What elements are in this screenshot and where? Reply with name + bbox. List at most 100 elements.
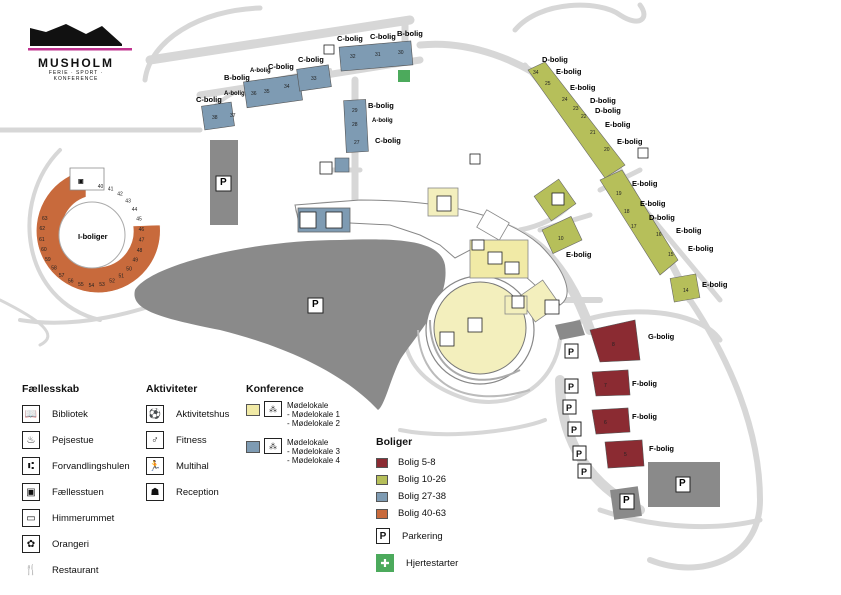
parking-sign-letters: PPP PPP bbox=[566, 347, 587, 477]
legend-label: Hjertestarter bbox=[406, 557, 459, 569]
label-f-bolig: F-bolig bbox=[632, 412, 657, 421]
label-c-bolig: C-bolig bbox=[337, 34, 363, 43]
label-c-bolig: C-bolig bbox=[375, 136, 401, 145]
legend-boliger-title: Boliger bbox=[376, 436, 413, 448]
legend-item: Bolig 40-63 bbox=[376, 505, 458, 522]
svg-text:34: 34 bbox=[533, 70, 539, 76]
label-a-bolig: A-bolig bbox=[372, 118, 393, 124]
legend-faellesskab: Fællesskab 📖Bibliotek ♨Pejsestue ⑆Forvan… bbox=[22, 383, 130, 583]
parking-edge bbox=[555, 320, 585, 340]
label-e-bolig: E-bolig bbox=[640, 199, 666, 208]
legend-item: Bolig 5-8 bbox=[376, 454, 458, 471]
konference-line: - Mødelokale 3 bbox=[287, 447, 340, 456]
label-g-bolig: G-bolig bbox=[648, 332, 675, 341]
konference-line: Mødelokale bbox=[287, 401, 329, 410]
legend-boliger: Boliger Bolig 5-8 Bolig 10-26 Bolig 27-3… bbox=[376, 436, 458, 576]
legend-item: ✚ Hjertestarter bbox=[376, 550, 458, 576]
activity-icon: ⚽ bbox=[146, 405, 164, 423]
legend-label: Himmerummet bbox=[52, 512, 115, 524]
meeting-icon: ⁂ bbox=[264, 401, 282, 417]
svg-text:32: 32 bbox=[350, 54, 356, 60]
legend-item: ▣ Fællesstuen bbox=[22, 479, 130, 505]
label-e-bolig: E-bolig bbox=[702, 280, 728, 289]
legend-item: ⚽ Aktivitetshus bbox=[146, 401, 229, 427]
swatch-bolig-40-63 bbox=[376, 508, 388, 519]
legend-faellesskab-title: Fællesskab bbox=[22, 383, 80, 395]
label-e-bolig: E-bolig bbox=[570, 83, 596, 92]
label-a-bolig: A-bolig bbox=[250, 68, 271, 74]
legend-item: Bolig 10-26 bbox=[376, 471, 458, 488]
label-d-bolig: D-bolig bbox=[595, 106, 621, 115]
svg-text:31: 31 bbox=[375, 52, 381, 58]
heart-starter-icon: ✚ bbox=[376, 554, 394, 572]
ring-unit-number: 61 bbox=[39, 237, 45, 243]
parking-box-markers bbox=[215, 175, 691, 510]
ring-unit-number: 53 bbox=[99, 282, 105, 288]
konference-line: - Mødelokale 2 bbox=[287, 419, 340, 428]
swatch-bolig-27-38 bbox=[376, 491, 388, 502]
cutlery-icon: 🍴 bbox=[22, 561, 40, 579]
label-b-bolig: B-bolig bbox=[368, 101, 394, 110]
ring-unit-number: 48 bbox=[137, 248, 143, 254]
ring-unit-number: 51 bbox=[119, 273, 125, 279]
svg-text:8: 8 bbox=[612, 342, 615, 348]
legend-aktiviteter: Aktiviteter ⚽Aktivitetshus ♂Fitness 🏃Mul… bbox=[146, 383, 229, 505]
legend-item: ▭Himmerummet bbox=[22, 505, 130, 531]
ring-unit-number: 52 bbox=[109, 279, 115, 285]
blue-units bbox=[201, 40, 414, 173]
ring-unit-number: 63 bbox=[42, 216, 48, 222]
svg-text:P: P bbox=[568, 347, 574, 357]
svg-text:14: 14 bbox=[683, 288, 689, 294]
ring-unit-number: 62 bbox=[40, 226, 46, 232]
label-e-bolig: E-bolig bbox=[556, 67, 582, 76]
legend-label: Fællesstuen bbox=[52, 486, 104, 498]
legend-item: ⑆Forvandlingshulen bbox=[22, 453, 130, 479]
legend-label: Multihal bbox=[176, 460, 209, 472]
main-parking bbox=[134, 239, 446, 410]
label-f-bolig: F-bolig bbox=[632, 379, 657, 388]
musholm-logo: MUSHOLM FERIE · SPORT · KONFERENCE bbox=[26, 18, 136, 82]
svg-text:28: 28 bbox=[352, 122, 358, 128]
swatch-bolig-5-8 bbox=[376, 457, 388, 468]
parking-letter: P bbox=[220, 177, 227, 188]
ring-unit-number: 44 bbox=[132, 207, 138, 213]
svg-text:33: 33 bbox=[311, 76, 317, 82]
ring-unit-number: 42 bbox=[117, 192, 123, 198]
label-c-bolig: C-bolig bbox=[268, 62, 294, 71]
map-icon-markers bbox=[299, 44, 649, 347]
label-b-bolig: B-bolig bbox=[397, 29, 423, 38]
legend-konference-title: Konference bbox=[246, 383, 304, 395]
legend-label: Bolig 10-26 bbox=[398, 474, 447, 485]
legend-label: Bolig 40-63 bbox=[398, 508, 447, 519]
svg-text:27: 27 bbox=[354, 140, 360, 146]
ring-unit-number: 40 bbox=[98, 184, 104, 190]
red-units bbox=[589, 319, 645, 469]
legend-label: Fitness bbox=[176, 434, 207, 446]
ring-unit-number: 49 bbox=[133, 258, 139, 264]
svg-text:35: 35 bbox=[264, 89, 270, 95]
book-icon: 📖 bbox=[22, 405, 40, 423]
swatch-bolig-10-26 bbox=[376, 474, 388, 485]
label-e-bolig: E-bolig bbox=[617, 137, 643, 146]
ring-unit-number: 56 bbox=[68, 278, 74, 284]
legend-label: Bolig 5-8 bbox=[398, 457, 436, 468]
sofa-icon: ▣ bbox=[22, 483, 40, 501]
svg-text:18: 18 bbox=[624, 209, 630, 215]
legend-konference-item: ⁂ Mødelokale - Mødelokale 1 - Mødelokale… bbox=[246, 401, 340, 428]
legend-label: Parkering bbox=[402, 530, 443, 542]
svg-text:24: 24 bbox=[562, 97, 568, 103]
legend-label: Aktivitetshus bbox=[176, 408, 230, 420]
legend-item: ☗Reception bbox=[146, 479, 229, 505]
svg-text:16: 16 bbox=[656, 232, 662, 238]
svg-text:P: P bbox=[581, 467, 587, 477]
legend-item: ♨Pejsestue bbox=[22, 427, 130, 453]
svg-text:37: 37 bbox=[230, 113, 236, 119]
logo-tagline: FERIE · SPORT · KONFERENCE bbox=[48, 70, 104, 82]
hall-icon: 🏃 bbox=[146, 457, 164, 475]
svg-text:25: 25 bbox=[545, 81, 551, 87]
red-unit-numbers: 8 7 6 5 bbox=[604, 342, 627, 458]
